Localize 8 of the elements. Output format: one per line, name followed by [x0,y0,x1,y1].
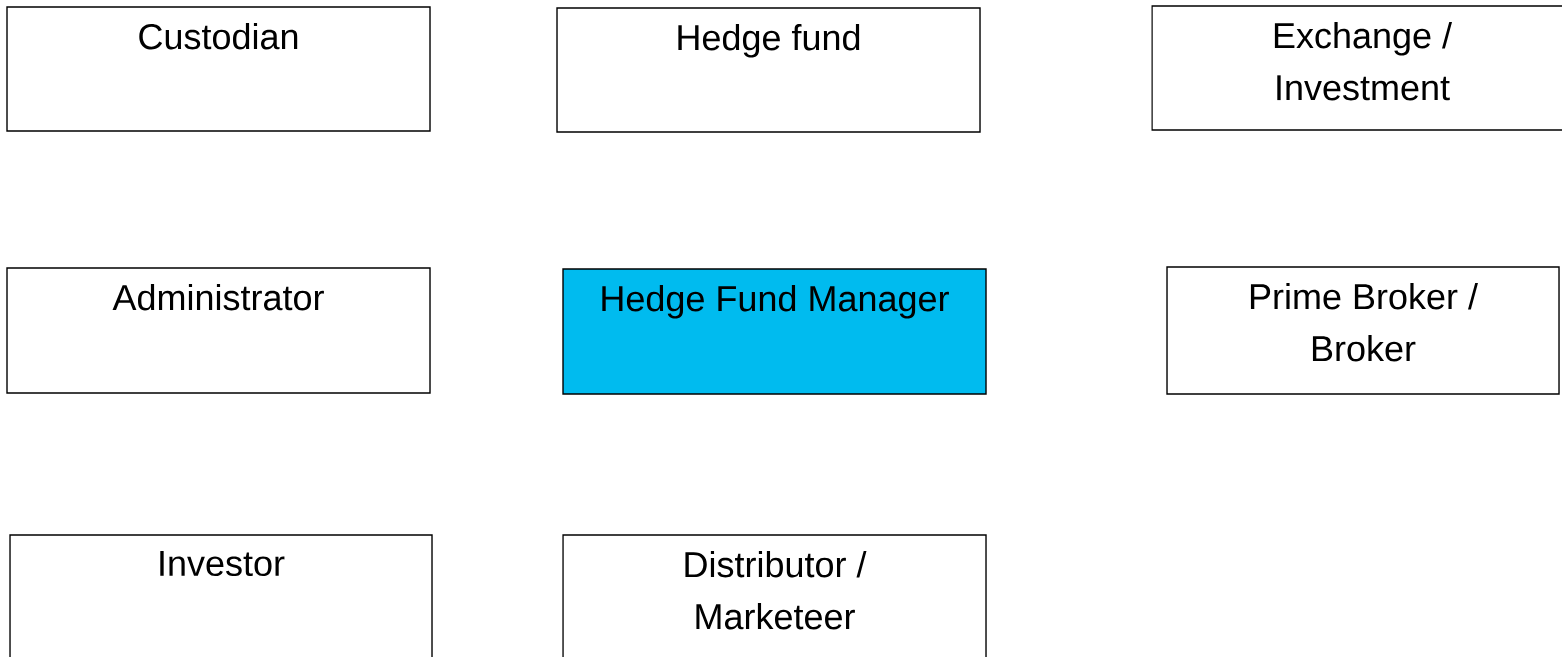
entity-box: Administrator [6,267,431,394]
entity-box: Custodian [6,6,431,132]
entity-box: Hedge fund [556,7,981,133]
entity-box: Prime Broker / Broker [1166,266,1560,395]
entity-box: Investor [9,534,433,657]
entity-box: Distributor / Marketeer [562,534,987,657]
entity-box: Exchange / Investment [1151,5,1562,131]
entity-box: Hedge Fund Manager [562,268,987,395]
